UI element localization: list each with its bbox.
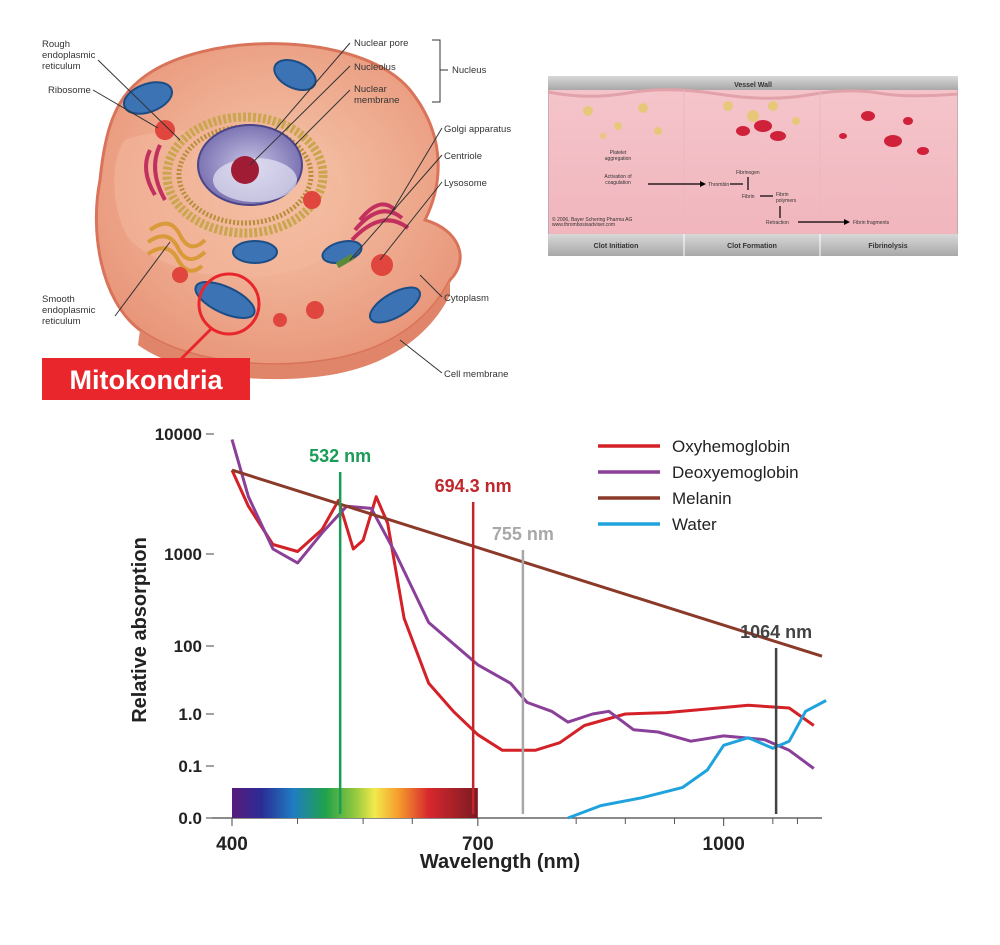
clot-copyright-line2: www.thrombosisadviser.com (552, 222, 615, 228)
y-tick-label: 100 (174, 637, 202, 656)
smooth-er-shape (146, 221, 207, 273)
label-cell-membrane: Cell membrane (444, 369, 508, 380)
label-smooth-er-line2: endoplasmic (42, 305, 96, 316)
label-nuclear-pore: Nuclear pore (354, 38, 408, 49)
label-rough-er-line3: reticulum (42, 61, 81, 72)
step-thrombin: Thrombin (708, 182, 729, 188)
label-nucleus: Nucleus (452, 65, 487, 76)
step-platelet-line1: Platelet (610, 150, 627, 156)
legend-label: Melanin (672, 489, 732, 508)
label-centriole: Centriole (444, 151, 482, 162)
y-tick-label: 10000 (155, 425, 202, 444)
centriole-shape (335, 253, 355, 269)
golgi-shape (350, 202, 410, 242)
marker-label: 1064 nm (740, 622, 812, 642)
marker-label: 755 nm (492, 524, 554, 544)
step-fibrin-fragments: Fibrin fragments (853, 220, 890, 226)
clot-header: Vessel Wall (734, 82, 772, 89)
clot-copyright-line1: © 2006, Bayer Schering Pharma AG (552, 216, 633, 223)
label-smooth-er-line3: reticulum (42, 316, 81, 327)
step-fibrinogen: Fibrinogen (736, 170, 760, 176)
legend-label: Deoxyemoglobin (672, 463, 799, 482)
y-tick-label: 1000 (164, 545, 202, 564)
stage-fibrinolysis: Fibrinolysis (868, 243, 907, 250)
marker-label: 694.3 nm (435, 476, 512, 496)
label-rough-er-line2: endoplasmic (42, 50, 96, 61)
series-melanin (231, 468, 823, 658)
series-oxyhemoglobin (230, 469, 815, 752)
lysosome-shapes (155, 120, 393, 327)
label-ribosome: Ribosome (48, 85, 91, 96)
x-axis-label: Wavelength (nm) (420, 851, 580, 873)
series-deoxyemoglobin (230, 439, 815, 770)
stage-clot-initiation: Clot Initiation (594, 243, 639, 250)
step-activation-line2: coagulation (605, 180, 631, 186)
label-lysosome: Lysosome (444, 178, 487, 189)
label-golgi: Golgi apparatus (444, 124, 511, 135)
label-nuclear-membrane-line2: membrane (354, 95, 399, 106)
mitokondria-badge (42, 358, 250, 400)
label-smooth-er-line1: Smooth (42, 294, 75, 305)
step-platelet-line2: aggregation (605, 156, 632, 162)
y-tick-label: 0.1 (178, 757, 202, 776)
step-retraction: Retraction (766, 220, 789, 226)
rough-er-shape (162, 112, 328, 238)
x-tick-label: 1000 (703, 834, 745, 855)
step-fibrin-polymers-line2: polymers (776, 198, 797, 204)
y-axis-label: Relative absorption (129, 537, 151, 723)
marker-label: 532 nm (309, 446, 371, 466)
mitokondria-label: Mitokondria (70, 365, 224, 395)
visible-spectrum-bar (232, 788, 478, 818)
y-tick-label: 0.0 (178, 809, 202, 828)
label-cytoplasm: Cytoplasm (444, 293, 489, 304)
legend-label: Oxyhemoglobin (672, 437, 790, 456)
mitochondria-highlight-circle (197, 272, 261, 336)
x-tick-label: 400 (216, 834, 248, 855)
label-rough-er-line1: Rough (42, 39, 70, 50)
label-nucleolus: Nucleolus (354, 62, 396, 73)
series-water (567, 699, 827, 820)
label-nuclear-membrane-line1: Nuclear (354, 84, 387, 95)
stage-clot-formation: Clot Formation (727, 243, 777, 250)
y-tick-label: 1.0 (178, 705, 202, 724)
step-fibrin-polymers-line1: Fibrin (776, 192, 789, 198)
step-activation-line1: Activation of (604, 174, 632, 180)
legend-label: Water (672, 515, 717, 534)
step-fibrin: Fibrin (742, 194, 755, 200)
x-tick-label: 700 (462, 834, 494, 855)
